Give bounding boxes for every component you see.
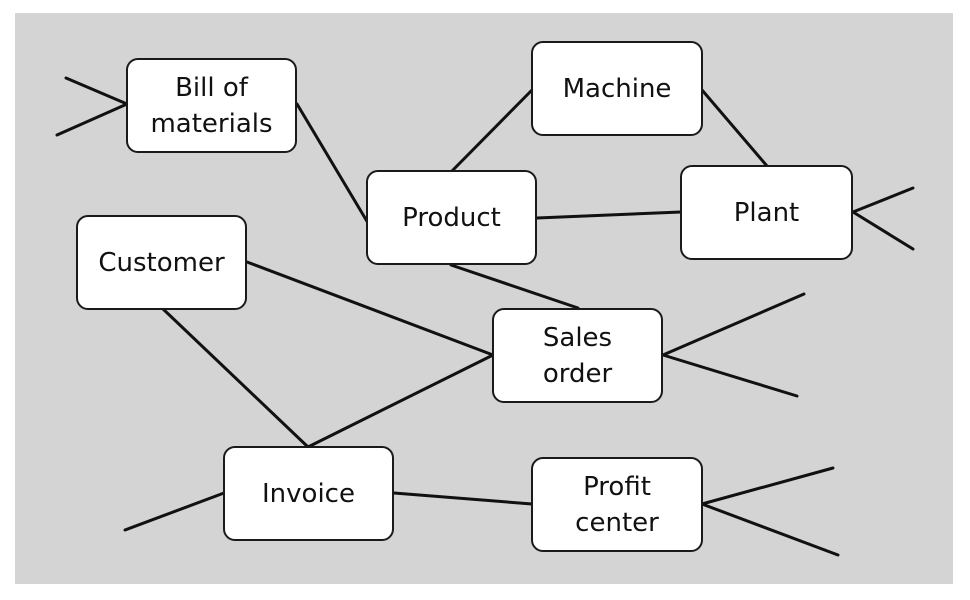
entity-label: Sales order [542,322,613,389]
link-invoice-sales-order [306,353,495,449]
entity-machine: Machine [531,41,703,136]
entity-label: Product [402,202,501,233]
entity-label: Bill of materials [150,72,273,139]
entity-label: Plant [733,197,800,228]
link-product-plant [535,210,683,220]
entity-sales-order: Sales order [492,308,663,403]
entity-plant: Plant [680,165,853,260]
entity-label: Customer [98,247,225,278]
invoice-fan [123,491,226,532]
entity-invoice: Invoice [223,446,394,541]
link-product-machine [450,88,534,173]
entity-label: Machine [562,73,672,104]
bill-of-materials-fan-lower [55,102,129,137]
sales-order-fan-upper [661,292,806,357]
entity-product: Product [366,170,537,265]
link-machine-plant [700,88,769,168]
entity-label: Invoice [262,478,355,509]
bill-of-materials-fan-upper [64,76,129,106]
profit-center-fan-upper [700,466,835,506]
entity-bill-of-materials: Bill of materials [126,58,297,153]
plant-fan-upper [851,186,915,214]
link-customer-sales-order [245,260,495,357]
entity-profit-center: Profit center [531,457,703,552]
sales-order-fan-lower [661,353,799,398]
link-invoice-profit-center [392,491,534,506]
plant-fan-lower [851,210,915,251]
link-product-sales-order [449,263,580,310]
entity-label: Profit center [575,471,659,538]
entity-customer: Customer [76,215,247,310]
profit-center-fan-lower [700,502,840,557]
link-bill-of-materials-product [295,102,370,225]
link-customer-invoice [160,306,310,449]
